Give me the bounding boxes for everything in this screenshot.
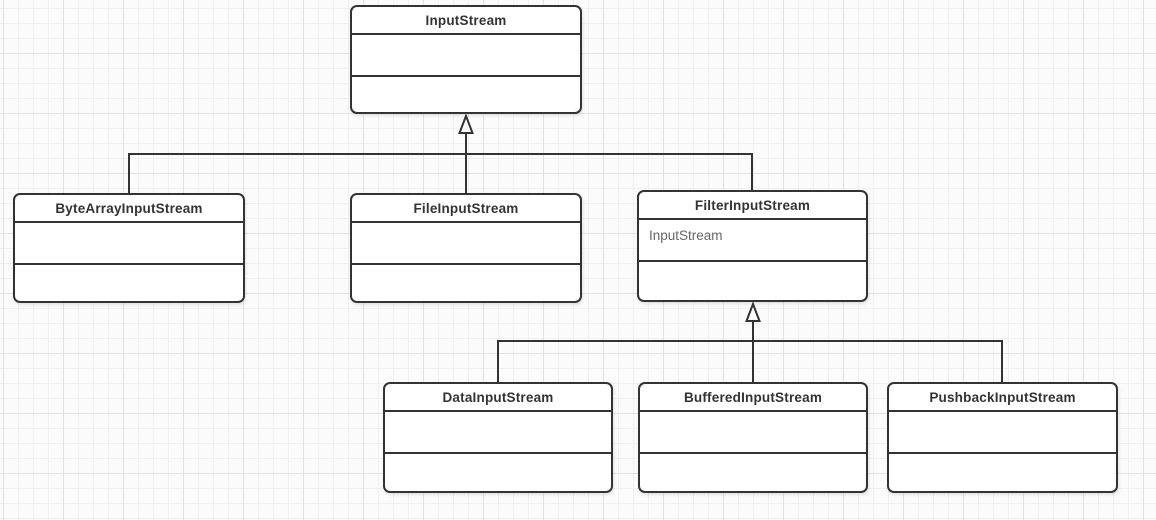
class-methods-compartment: [385, 454, 611, 491]
class-title: InputStream: [352, 7, 580, 35]
class-fields-compartment: [640, 412, 866, 454]
edge-bus-to-inputstream[interactable]: [128, 153, 753, 193]
class-title: FileInputStream: [352, 195, 580, 223]
class-methods-compartment: [640, 454, 866, 491]
class-box-pushbackinputstream[interactable]: PushbackInputStream: [887, 382, 1118, 493]
class-fields-compartment: [15, 223, 243, 265]
class-methods-compartment: [889, 454, 1116, 491]
class-methods-compartment: [352, 265, 580, 301]
class-title: PushbackInputStream: [889, 384, 1116, 412]
class-box-datainputstream[interactable]: DataInputStream: [383, 382, 613, 493]
class-methods-compartment: [15, 265, 243, 301]
class-fields-compartment: [352, 35, 580, 77]
class-title: FilterInputStream: [639, 192, 866, 220]
class-fields-compartment: [352, 223, 580, 265]
class-methods-compartment: [639, 262, 866, 300]
class-box-filterinputstream[interactable]: FilterInputStream InputStream: [637, 190, 868, 302]
class-title: ByteArrayInputStream: [15, 195, 243, 223]
generalization-arrowhead-icon: [745, 301, 761, 322]
class-fields-compartment: InputStream: [639, 220, 866, 262]
class-fields-compartment: [889, 412, 1116, 454]
class-box-fileinputstream[interactable]: FileInputStream: [350, 193, 582, 303]
class-title: DataInputStream: [385, 384, 611, 412]
edge-bus-to-filterinputstream[interactable]: [497, 340, 1003, 382]
class-fields-compartment: [385, 412, 611, 454]
generalization-arrowhead-icon: [458, 113, 474, 134]
class-title: BufferedInputStream: [640, 384, 866, 412]
class-methods-compartment: [352, 77, 580, 112]
class-box-inputstream[interactable]: InputStream: [350, 5, 582, 114]
class-box-bytearrayinputstream[interactable]: ByteArrayInputStream: [13, 193, 245, 303]
class-box-bufferedinputstream[interactable]: BufferedInputStream: [638, 382, 868, 493]
class-field-label: InputStream: [649, 228, 723, 243]
